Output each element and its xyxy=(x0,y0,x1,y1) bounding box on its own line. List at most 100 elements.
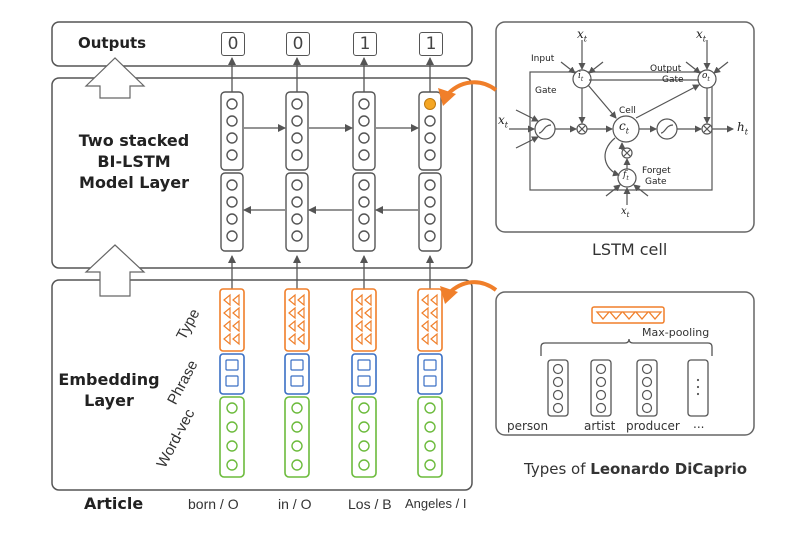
types-caption: Types of Leonardo DiCaprio xyxy=(524,460,747,478)
embedding-layer-box xyxy=(51,279,473,491)
hidden-unit xyxy=(358,132,370,144)
hidden-unit xyxy=(291,132,303,144)
token-angeles: Angeles / I xyxy=(405,496,467,511)
types-caption-prefix: Types of xyxy=(524,460,591,478)
bilstm-label-line1: Two stacked xyxy=(78,131,190,150)
type-triangle xyxy=(223,293,240,307)
input-gate-label-1: Input xyxy=(531,54,555,64)
type-vector-dot xyxy=(696,392,700,396)
token-in: in / O xyxy=(278,496,312,512)
type-triangle xyxy=(223,332,240,346)
type-artist: artist xyxy=(584,419,616,433)
word-vec-embedding xyxy=(219,396,245,478)
hidden-unit xyxy=(291,230,303,242)
hidden-unit xyxy=(358,98,370,110)
ht-label: ht xyxy=(737,120,748,137)
type-vector-unit xyxy=(641,402,653,414)
cell-label: Cell xyxy=(619,106,636,116)
type-triangle xyxy=(421,306,438,320)
input-gate-label-2: Gate xyxy=(535,86,557,96)
hidden-unit xyxy=(424,149,436,161)
article-label: Article xyxy=(84,494,144,513)
type-vector xyxy=(590,359,612,417)
word-vec-unit xyxy=(226,440,238,452)
hidden-unit xyxy=(226,230,238,242)
type-vector-unit xyxy=(641,389,653,401)
hidden-unit xyxy=(358,213,370,225)
hidden-unit xyxy=(424,230,436,242)
forget-gate-label-1: Forget xyxy=(642,166,671,176)
xt-bottom: xt xyxy=(621,206,630,219)
forget-gate-label-2: Gate xyxy=(645,177,667,187)
type-triangle xyxy=(288,332,305,346)
outputs-layer-box xyxy=(51,21,473,67)
lstm-cell-caption: LSTM cell xyxy=(592,240,668,259)
word-vec-unit xyxy=(358,421,370,433)
word-vec-unit xyxy=(291,440,303,452)
type-vector xyxy=(636,359,658,417)
type-triangle xyxy=(355,306,372,320)
xt-left: xt xyxy=(498,113,508,130)
token-born: born / O xyxy=(188,496,239,512)
output-gate-label-1: Output xyxy=(650,64,682,74)
pooling-brace xyxy=(540,338,713,356)
type-vector-unit xyxy=(595,376,607,388)
type-vector xyxy=(547,359,569,417)
output-value: 0 xyxy=(286,32,310,56)
forward-lstm-vector xyxy=(418,91,442,171)
type-triangle xyxy=(355,319,372,333)
hidden-unit xyxy=(226,98,238,110)
bilstm-label-line3: Model Layer xyxy=(79,173,189,192)
xt-top-left: xt xyxy=(577,27,587,44)
output-value: 1 xyxy=(419,32,443,56)
word-vec-unit xyxy=(424,402,436,414)
phrase-unit xyxy=(225,359,239,371)
type-embedding xyxy=(417,288,443,352)
word-vec-unit xyxy=(424,459,436,471)
type-vector-unit xyxy=(641,363,653,375)
hidden-unit xyxy=(226,179,238,191)
outputs-label: Outputs xyxy=(78,34,147,52)
output-value: 1 xyxy=(353,32,377,56)
type-triangle xyxy=(223,306,240,320)
xt-top-right: xt xyxy=(696,27,706,44)
word-vec-unit xyxy=(358,402,370,414)
word-vec-unit xyxy=(424,440,436,452)
max-pooling-label: Max-pooling xyxy=(642,326,710,339)
word-vec-unit xyxy=(291,421,303,433)
forward-lstm-vector xyxy=(285,91,309,171)
hidden-unit xyxy=(291,149,303,161)
types-caption-entity: Leonardo DiCaprio xyxy=(590,460,748,478)
type-ellipsis: ... xyxy=(693,417,705,431)
curved-arrow-head-cell xyxy=(438,88,456,106)
hidden-unit xyxy=(226,196,238,208)
backward-lstm-vector xyxy=(418,172,442,252)
hidden-unit xyxy=(424,196,436,208)
hidden-unit xyxy=(358,115,370,127)
type-triangle xyxy=(421,293,438,307)
word-vec-unit xyxy=(358,459,370,471)
type-vector-unit xyxy=(552,376,564,388)
phrase-unit xyxy=(290,359,304,371)
hidden-unit xyxy=(424,179,436,191)
type-vector-unit xyxy=(552,389,564,401)
type-vector-unit xyxy=(595,402,607,414)
it-label: it xyxy=(578,71,584,83)
hidden-unit xyxy=(424,132,436,144)
output-gate-label-2: Gate xyxy=(662,75,684,85)
big-up-arrow-outputs xyxy=(84,57,146,99)
hidden-unit xyxy=(424,115,436,127)
hidden-unit xyxy=(226,115,238,127)
word-vec-embedding xyxy=(417,396,443,478)
phrase-unit xyxy=(423,359,437,371)
word-vec-unit xyxy=(226,459,238,471)
forward-lstm-vector xyxy=(220,91,244,171)
hidden-unit xyxy=(291,115,303,127)
type-embedding xyxy=(219,288,245,352)
type-triangle xyxy=(288,293,305,307)
phrase-unit xyxy=(357,375,371,387)
word-vec-embedding xyxy=(284,396,310,478)
token-los: Los / B xyxy=(348,496,392,512)
type-vectors xyxy=(547,359,709,417)
